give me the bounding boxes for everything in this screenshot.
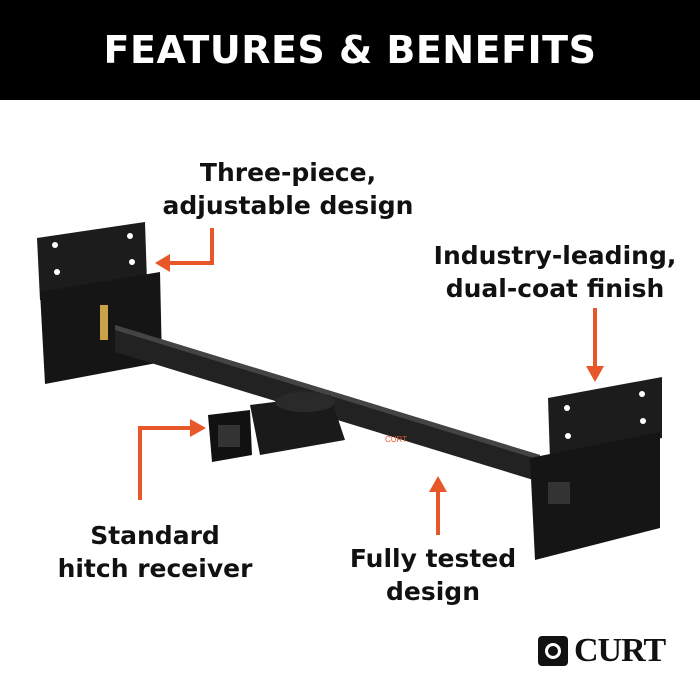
arrow-left-icon (168, 228, 214, 265)
curt-logo: CURT (538, 632, 666, 670)
logo-text: CURT (574, 632, 666, 669)
callout-line: Fully tested (349, 544, 517, 573)
callout-finish: Industry-leading, dual-coat finish (415, 239, 695, 305)
callout-receiver: Standard hitch receiver (15, 519, 295, 585)
header-banner: FEATURES & BENEFITS (0, 0, 700, 100)
page-title: FEATURES & BENEFITS (103, 28, 597, 72)
callout-line: Three-piece, (199, 158, 377, 187)
hitch-product-image: CURT (37, 222, 662, 560)
callout-line: design (386, 577, 480, 606)
curt-logo-mark-icon (538, 636, 568, 666)
callout-line: adjustable design (162, 191, 414, 220)
callout-line: hitch receiver (57, 554, 253, 583)
callout-three-piece: Three-piece, adjustable design (148, 156, 428, 222)
arrow-right-icon (138, 426, 192, 500)
bar-brand-mark: CURT (385, 435, 407, 444)
callout-line: Standard (90, 521, 220, 550)
callout-line: dual-coat finish (445, 274, 665, 303)
callout-tested: Fully tested design (293, 542, 573, 608)
callout-line: Industry-leading, (433, 241, 677, 270)
